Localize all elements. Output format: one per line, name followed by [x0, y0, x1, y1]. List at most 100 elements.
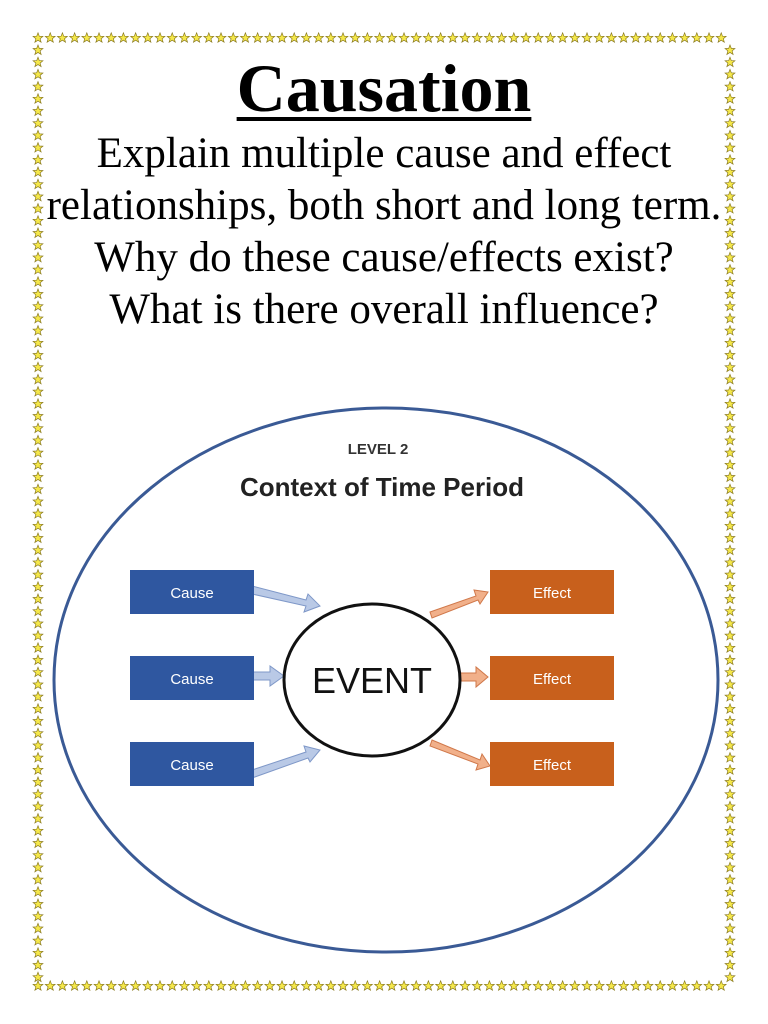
star-icon [32, 898, 44, 910]
star-icon [724, 68, 736, 80]
cause-label: Cause [170, 671, 213, 688]
star-icon [32, 80, 44, 92]
star-icon [724, 275, 736, 287]
star-icon [724, 763, 736, 775]
star-icon [215, 31, 227, 43]
level-label: LEVEL 2 [348, 441, 409, 458]
star-icon [724, 666, 736, 678]
star-icon [724, 702, 736, 714]
star-icon [724, 129, 736, 141]
star-icon [715, 979, 728, 991]
star-icon [459, 31, 471, 43]
star-icon [724, 776, 736, 788]
star-icon [471, 979, 484, 991]
star-icon [215, 979, 227, 991]
event-label: EVENT [312, 660, 432, 701]
star-icon [324, 31, 337, 43]
star-icon [32, 678, 44, 690]
star-icon [68, 31, 81, 43]
star-icon [724, 544, 736, 556]
star-icon [690, 31, 703, 43]
star-icon [32, 31, 44, 43]
star-icon [724, 946, 736, 958]
star-icon [724, 629, 736, 641]
star-icon [32, 507, 44, 519]
star-icon [724, 117, 736, 129]
star-icon [724, 361, 736, 373]
star-icon [642, 979, 654, 991]
star-icon [593, 31, 606, 43]
star-icon [32, 483, 44, 495]
star-icon [724, 422, 736, 434]
star-icon [724, 300, 736, 312]
star-icon [32, 702, 44, 714]
star-icon [32, 495, 44, 507]
star-icon [32, 946, 44, 958]
star-icon [520, 979, 532, 991]
star-icon [556, 979, 569, 991]
star-icon [724, 166, 736, 178]
star-icon [724, 837, 736, 849]
effect-box [490, 742, 614, 786]
star-icon [32, 568, 44, 580]
star-icon [32, 739, 44, 751]
star-icon [32, 922, 44, 934]
cause-label: Cause [170, 757, 213, 774]
star-icon [678, 31, 691, 43]
star-icon [166, 31, 179, 43]
star-icon [32, 239, 44, 251]
star-icon [239, 31, 252, 43]
star-icon [178, 979, 191, 991]
star-icon [724, 641, 736, 653]
star-icon [154, 31, 166, 43]
star-icon [32, 519, 44, 531]
star-icon [568, 979, 581, 991]
star-icon [263, 31, 276, 43]
page-title: Causation [236, 50, 532, 126]
arrow-right-icon [429, 739, 491, 771]
star-icon [32, 92, 44, 104]
star-icon [93, 31, 105, 43]
star-icon [32, 336, 44, 348]
star-icon [32, 153, 44, 165]
star-icon [724, 214, 736, 226]
star-icon [154, 979, 166, 991]
arrow-right-icon [429, 589, 489, 619]
star-icon [483, 979, 496, 991]
star-icon [520, 31, 532, 43]
star-icon [724, 739, 736, 751]
star-icon [495, 979, 508, 991]
star-icon [483, 31, 496, 43]
star-icon [724, 861, 736, 873]
star-icon [32, 324, 44, 336]
cause-effect-diagram: LEVEL 2 Context of Time Period EVENT Cau… [44, 400, 728, 960]
star-icon [724, 227, 736, 239]
effect-label: Effect [533, 671, 572, 688]
star-icon [724, 263, 736, 275]
star-icon [724, 141, 736, 153]
star-icon [32, 275, 44, 287]
star-icon [532, 979, 545, 991]
star-icon [32, 190, 44, 202]
star-icon [724, 922, 736, 934]
star-icon [32, 532, 44, 544]
star-icon [410, 979, 423, 991]
star-icon [32, 837, 44, 849]
star-icon [556, 31, 569, 43]
star-icon [276, 979, 288, 991]
star-icon [32, 641, 44, 653]
star-icon [724, 288, 736, 300]
star-icon [724, 519, 736, 531]
star-icon [724, 349, 736, 361]
star-icon [724, 483, 736, 495]
star-icon [724, 678, 736, 690]
star-icon [385, 979, 398, 991]
star-icon [32, 800, 44, 812]
star-icon [495, 31, 508, 43]
star-icon [703, 31, 715, 43]
star-icon [398, 979, 410, 991]
star-icon [337, 31, 349, 43]
star-icon [349, 979, 362, 991]
star-icon [141, 979, 154, 991]
star-icon [32, 434, 44, 446]
